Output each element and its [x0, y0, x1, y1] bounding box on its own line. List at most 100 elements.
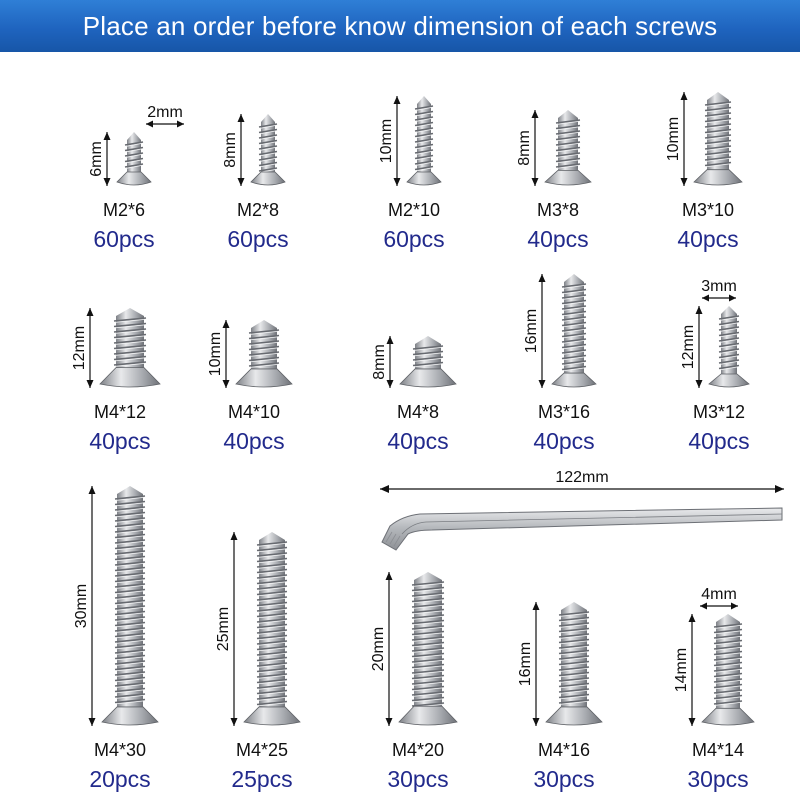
- length-label: 10mm: [378, 119, 395, 163]
- screw-illustration: 8mm: [371, 336, 457, 388]
- tweezers-dimension-arrow: [380, 485, 784, 493]
- tweezers-length-label: 122mm: [555, 469, 608, 486]
- screw-quantity-label: 40pcs: [387, 428, 449, 454]
- length-dimension-arrow: [695, 306, 703, 388]
- width-dimension-arrow: [702, 294, 736, 302]
- screw-shape: [243, 532, 301, 726]
- screw-shape: [235, 320, 293, 388]
- length-dimension-arrow: [88, 486, 96, 726]
- screw-quantity-label: 60pcs: [227, 226, 289, 252]
- screw-illustration: 10mm: [207, 320, 293, 388]
- tweezers-body: [381, 507, 783, 551]
- length-dimension-arrow: [230, 532, 238, 726]
- screw-shape: [545, 602, 603, 726]
- screw-illustration: 16mm: [523, 274, 597, 388]
- screw-size-label: M4*20: [391, 740, 445, 760]
- screw-shape: [551, 274, 597, 388]
- screw-quantity-label: 40pcs: [89, 428, 151, 454]
- width-dimension-arrow: [700, 602, 738, 610]
- screw-illustration: 10mm: [378, 96, 442, 186]
- length-label: 10mm: [207, 332, 224, 376]
- screw-illustration: 8mm: [222, 114, 286, 186]
- screw-quantity-label: 30pcs: [387, 766, 449, 792]
- length-dimension-arrow: [531, 110, 539, 186]
- screw-quantity-label: 30pcs: [533, 766, 595, 792]
- length-label: 8mm: [516, 130, 533, 166]
- length-dimension-arrow: [86, 308, 94, 388]
- length-dimension-arrow: [538, 274, 546, 388]
- tweezers-item: 122mm: [372, 460, 792, 570]
- screw-shape: [708, 306, 750, 388]
- length-dimension-arrow: [393, 96, 401, 186]
- tweezers-illustration: 122mm: [380, 469, 784, 551]
- screw-quantity-label: 25pcs: [231, 766, 293, 792]
- screw-shape: [693, 92, 743, 186]
- screw-quantity-label: 60pcs: [93, 226, 155, 252]
- screw-illustration: 12mm: [71, 308, 161, 388]
- screw-shape: [116, 132, 152, 186]
- length-label: 20mm: [370, 627, 387, 671]
- length-label: 12mm: [680, 325, 697, 369]
- length-label: 12mm: [71, 326, 88, 370]
- screw-size-label: M2*6: [102, 200, 146, 220]
- screw-size-label: M3*8: [536, 200, 580, 220]
- length-label: 14mm: [673, 648, 690, 692]
- screw-shape: [406, 96, 442, 186]
- length-dimension-arrow: [688, 614, 696, 726]
- screw-size-label: M3*16: [537, 402, 591, 422]
- length-label: 30mm: [73, 584, 90, 628]
- width-label: 2mm: [147, 104, 183, 121]
- screw-quantity-label: 40pcs: [527, 226, 589, 252]
- length-label: 6mm: [88, 141, 105, 177]
- screw-shape: [398, 572, 458, 726]
- screw-illustration: 8mm: [516, 110, 592, 186]
- screw-size-label: M4*30: [93, 740, 147, 760]
- length-label: 8mm: [222, 132, 239, 168]
- screw-size-label: M2*10: [387, 200, 441, 220]
- screw-quantity-label: 40pcs: [688, 428, 750, 454]
- screw-illustration: 20mm: [370, 572, 458, 726]
- screw-size-label: M3*12: [692, 402, 746, 422]
- length-label: 10mm: [665, 117, 682, 161]
- screw-illustration: 6mm 2mm: [88, 104, 184, 186]
- screw-shape: [544, 110, 592, 186]
- screw-quantity-label: 40pcs: [533, 428, 595, 454]
- screw-size-label: M4*25: [235, 740, 289, 760]
- screw-shape: [250, 114, 286, 186]
- screw-size-label: M4*10: [227, 402, 281, 422]
- length-label: 16mm: [523, 309, 540, 353]
- screw-size-label: M3*10: [681, 200, 735, 220]
- screw-illustration: 10mm: [665, 92, 743, 186]
- length-dimension-arrow: [532, 602, 540, 726]
- screw-shape: [99, 308, 161, 388]
- screw-quantity-label: 40pcs: [677, 226, 739, 252]
- screw-quantity-label: 30pcs: [687, 766, 749, 792]
- screw-quantity-label: 20pcs: [89, 766, 151, 792]
- length-dimension-arrow: [386, 336, 394, 388]
- length-label: 16mm: [517, 642, 534, 686]
- screw-size-label: M2*8: [236, 200, 280, 220]
- width-label: 4mm: [701, 586, 737, 603]
- screw-shape: [701, 614, 755, 726]
- length-dimension-arrow: [103, 132, 111, 186]
- screw-illustration: 30mm: [73, 486, 159, 726]
- screw-size-label: M4*12: [93, 402, 147, 422]
- length-label: 8mm: [371, 344, 388, 380]
- screw-quantity-label: 40pcs: [223, 428, 285, 454]
